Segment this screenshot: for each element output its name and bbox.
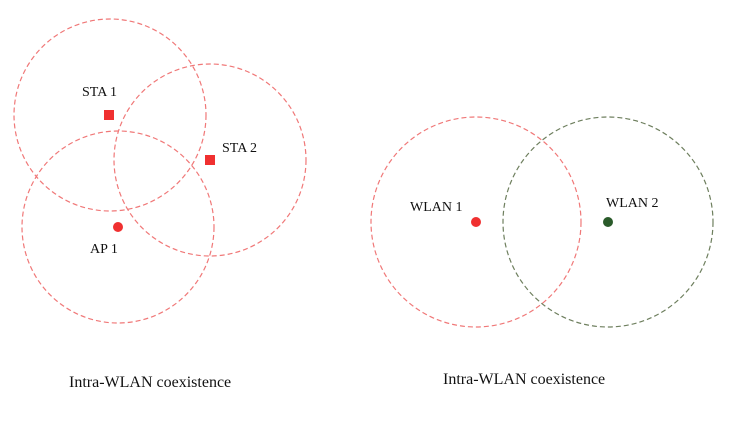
- ap1-range-circle: [21, 130, 215, 324]
- sta1-node: [104, 110, 114, 120]
- sta2-node: [205, 155, 215, 165]
- wlan1-node: [471, 217, 481, 227]
- ap1-label: AP 1: [90, 242, 118, 257]
- sta1-range-circle: [13, 18, 207, 212]
- sta2-range-circle: [113, 63, 307, 257]
- wlan1-label: WLAN 1: [410, 200, 463, 215]
- left-caption: Intra-WLAN coexistence: [69, 374, 231, 391]
- left-panel: STA 1 STA 2 AP 1 Intra-WLAN coexistence: [13, 18, 307, 391]
- wlan1-range-circle: [370, 116, 582, 328]
- right-panel: WLAN 1 WLAN 2 Intra-WLAN coexistence: [370, 116, 714, 388]
- wlan2-range-circle: [502, 116, 714, 328]
- wlan2-node: [603, 217, 613, 227]
- ap1-node: [113, 222, 123, 232]
- sta1-label: STA 1: [82, 85, 117, 100]
- wlan2-label: WLAN 2: [606, 196, 659, 211]
- sta2-label: STA 2: [222, 141, 257, 156]
- right-caption: Intra-WLAN coexistence: [443, 371, 605, 388]
